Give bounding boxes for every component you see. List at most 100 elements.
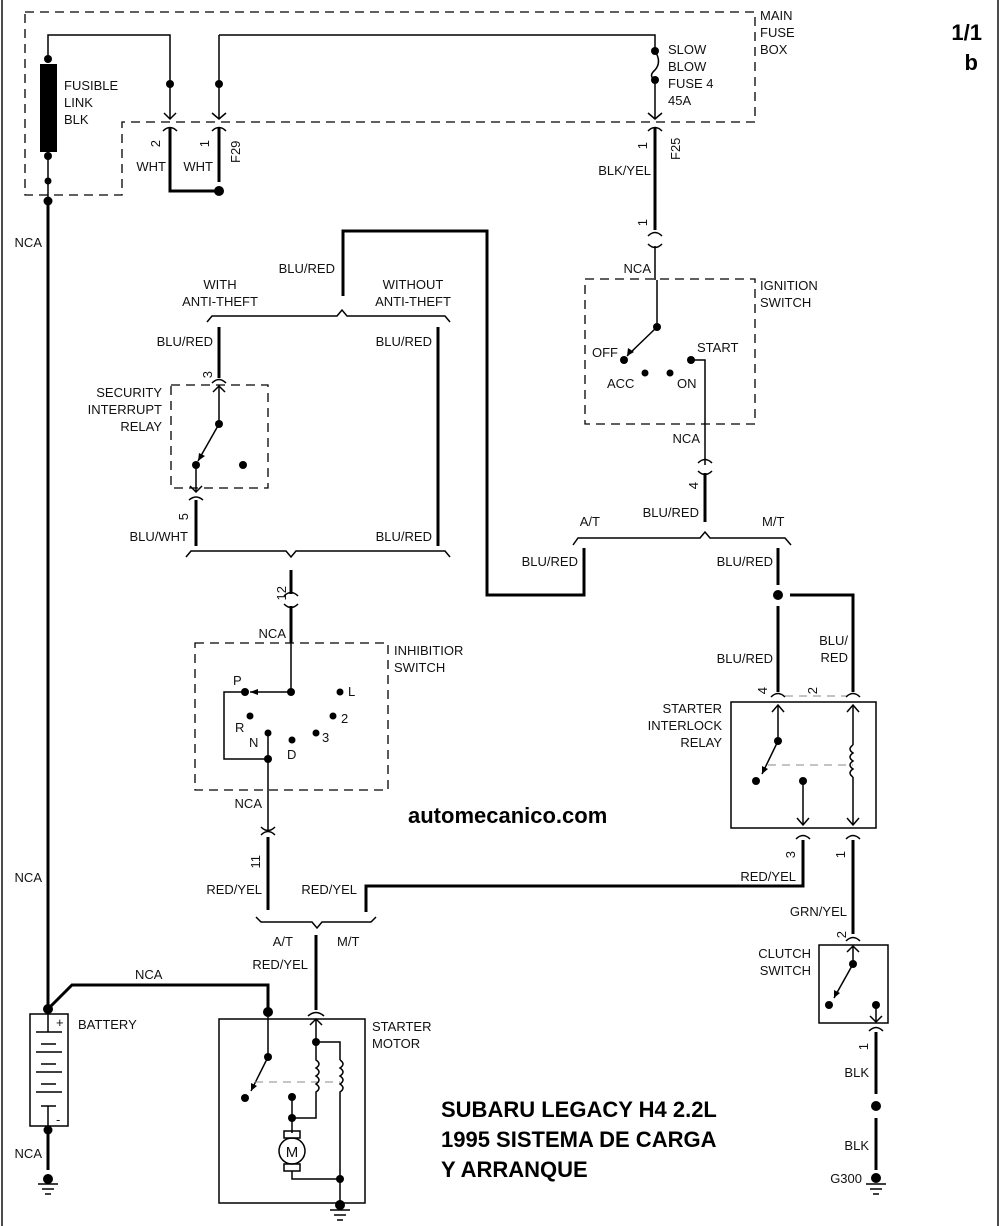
svg-text:BLU/RED: BLU/RED <box>157 334 213 349</box>
svg-text:NCA: NCA <box>235 796 263 811</box>
clutch-switch: 2 CLUTCH SWITCH 1 BLK BLK <box>758 931 889 1170</box>
battery: + - BATTERY NCA <box>15 1013 137 1195</box>
inhibitor-input: 12 NCA <box>185 550 451 643</box>
watermark: automecanico.com <box>408 803 607 828</box>
svg-text:IGNITION: IGNITION <box>760 278 818 293</box>
svg-text:MOTOR: MOTOR <box>372 1036 420 1051</box>
ignition-switch: IGNITION SWITCH OFF ACC ON START NCA 4 B… <box>584 278 818 522</box>
svg-text:BLU/RED: BLU/RED <box>279 261 335 276</box>
wire-blk-yel: 1 F25 BLK/YEL 1 NCA <box>598 128 683 280</box>
svg-text:ON: ON <box>677 376 697 391</box>
svg-text:12: 12 <box>274 586 289 600</box>
svg-text:BLU/RED: BLU/RED <box>376 334 432 349</box>
svg-text:1: 1 <box>635 142 650 149</box>
svg-text:BOX: BOX <box>760 42 788 57</box>
svg-text:NCA: NCA <box>259 626 287 641</box>
svg-text:2: 2 <box>805 687 820 694</box>
diagram-title: SUBARU LEGACY H4 2.2L 1995 SISTEMA DE CA… <box>441 1097 717 1182</box>
connector-f29: 2 1 F29 WHT WHT <box>136 35 243 196</box>
svg-text:NCA: NCA <box>15 1146 43 1161</box>
svg-text:BLU/RED: BLU/RED <box>717 554 773 569</box>
svg-text:P: P <box>233 673 242 688</box>
svg-text:1: 1 <box>197 140 212 147</box>
svg-text:RED/YEL: RED/YEL <box>252 957 308 972</box>
svg-text:RELAY: RELAY <box>120 419 162 434</box>
svg-text:SECURITY: SECURITY <box>96 385 162 400</box>
svg-text:ANTI-THEFT: ANTI-THEFT <box>375 294 451 309</box>
battery-feed: NCA NCA NCA <box>15 205 270 1014</box>
svg-text:SUBARU LEGACY H4 2.2L: SUBARU LEGACY H4 2.2L <box>441 1097 717 1122</box>
svg-text:3: 3 <box>322 730 329 745</box>
svg-text:GRN/YEL: GRN/YEL <box>790 904 847 919</box>
svg-text:LINK: LINK <box>64 95 93 110</box>
svg-text:A/T: A/T <box>580 514 600 529</box>
svg-text:4: 4 <box>755 687 770 694</box>
svg-text:N: N <box>249 735 258 750</box>
svg-text:4: 4 <box>686 482 701 489</box>
starter-motor: M STARTER MOTOR <box>218 1007 431 1221</box>
svg-text:SWITCH: SWITCH <box>394 660 445 675</box>
svg-text:2: 2 <box>148 140 163 147</box>
svg-text:INTERRUPT: INTERRUPT <box>88 402 162 417</box>
svg-text:R: R <box>235 720 244 735</box>
starter-interlock-relay: 4 2 STARTER INTERLOCK RELAY 3 1 RED/YEL … <box>301 687 877 934</box>
svg-text:M/T: M/T <box>337 934 359 949</box>
svg-text:BLK: BLK <box>64 112 89 127</box>
battery-negative: - <box>56 1112 60 1127</box>
svg-text:BLOW: BLOW <box>668 59 707 74</box>
security-interrupt-relay: 3 5 SECURITY INTERRUPT RELAY BLU/WHT <box>88 371 269 546</box>
svg-text:BATTERY: BATTERY <box>78 1017 137 1032</box>
svg-text:INHIBITIOR: INHIBITIOR <box>394 643 463 658</box>
svg-text:NCA: NCA <box>624 261 652 276</box>
anti-theft-split: BLU/RED WITH ANTI-THEFT WITHOUT ANTI-THE… <box>157 261 451 546</box>
svg-text:BLU/RED: BLU/RED <box>643 505 699 520</box>
fusible-link: FUSIBLE LINK BLK <box>40 34 656 206</box>
svg-text:RED/YEL: RED/YEL <box>206 882 262 897</box>
svg-text:BLK: BLK <box>844 1138 869 1153</box>
svg-text:SLOW: SLOW <box>668 42 707 57</box>
svg-text:2: 2 <box>341 711 348 726</box>
svg-text:L: L <box>348 684 355 699</box>
page-number: 1/1 <box>951 20 982 45</box>
svg-text:WHT: WHT <box>183 159 213 174</box>
svg-text:WITH: WITH <box>203 277 236 292</box>
svg-text:STARTER: STARTER <box>663 701 722 716</box>
svg-text:FUSE 4: FUSE 4 <box>668 76 714 91</box>
svg-text:A/T: A/T <box>273 934 293 949</box>
svg-text:Y ARRANQUE: Y ARRANQUE <box>441 1157 588 1182</box>
slow-blow-fuse: SLOW BLOW FUSE 4 45A <box>647 42 714 132</box>
svg-text:MAIN: MAIN <box>760 8 793 23</box>
svg-text:BLU/WHT: BLU/WHT <box>130 529 189 544</box>
svg-text:ACC: ACC <box>607 376 634 391</box>
svg-text:1: 1 <box>833 851 848 858</box>
svg-text:BLK/YEL: BLK/YEL <box>598 163 651 178</box>
svg-text:WHT: WHT <box>136 159 166 174</box>
svg-text:RED/YEL: RED/YEL <box>740 869 796 884</box>
svg-text:3: 3 <box>783 851 798 858</box>
svg-text:BLK: BLK <box>844 1065 869 1080</box>
svg-text:1995 SISTEMA DE CARGA: 1995 SISTEMA DE CARGA <box>441 1127 717 1152</box>
svg-text:1: 1 <box>856 1043 871 1050</box>
svg-text:WITHOUT: WITHOUT <box>383 277 444 292</box>
inhibitor-switch: P R N D 3 2 L INHIBITIOR SWITCH NCA 11 R… <box>194 642 463 910</box>
svg-text:BLU/: BLU/ <box>819 633 848 648</box>
svg-text:M/T: M/T <box>762 514 784 529</box>
svg-text:NCA: NCA <box>15 870 43 885</box>
ground-g300: G300 <box>830 1171 886 1195</box>
svg-text:RED/YEL: RED/YEL <box>301 882 357 897</box>
at-mt-split-2: A/T M/T RED/YEL <box>252 916 377 1017</box>
svg-text:1: 1 <box>635 219 650 226</box>
svg-text:F29: F29 <box>228 141 243 163</box>
svg-text:BLU/RED: BLU/RED <box>522 554 578 569</box>
svg-text:5: 5 <box>176 513 191 520</box>
svg-text:G300: G300 <box>830 1171 862 1186</box>
svg-text:SWITCH: SWITCH <box>760 295 811 310</box>
svg-text:RED: RED <box>821 650 848 665</box>
svg-text:ANTI-THEFT: ANTI-THEFT <box>182 294 258 309</box>
svg-text:M: M <box>286 1144 299 1161</box>
svg-text:D: D <box>287 747 296 762</box>
svg-text:F25: F25 <box>668 138 683 160</box>
svg-text:OFF: OFF <box>592 345 618 360</box>
svg-text:RELAY: RELAY <box>680 735 722 750</box>
